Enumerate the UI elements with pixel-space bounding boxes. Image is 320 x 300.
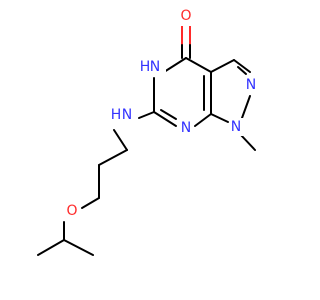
bond-c3a-c3 — [210, 59, 235, 73]
bond-c4-n5 — [163, 57, 187, 73]
structure-svg: O H N N N N H N O — [37, 8, 258, 256]
amine-h-label: H — [111, 107, 122, 123]
bond-ch-me-left — [37, 239, 65, 256]
bonds — [37, 25, 256, 256]
bond-nh-ch2 — [113, 129, 128, 151]
bond-c6-n7-inner — [160, 109, 177, 120]
bond-c3-n2-inner — [237, 66, 247, 75]
bond-n1-methyl — [239, 133, 256, 151]
bond-ch-me-right — [63, 239, 94, 256]
bond-c4-c3a — [185, 57, 212, 73]
ring-nh-n-label: N — [150, 59, 160, 75]
ring-nh-h-label: H — [140, 59, 151, 75]
pyrazole-n1-label: N — [231, 119, 241, 135]
bond-c3-n2 — [233, 59, 251, 73]
molecule-diagram: O H N N N N H N O — [37, 8, 258, 256]
carbonyl-oxygen-label: O — [180, 8, 191, 24]
bond-ch2-o — [81, 197, 100, 209]
bond-c6-n7 — [153, 111, 177, 127]
bond-n1-c7a — [210, 113, 229, 123]
bond-n2-n1 — [241, 95, 251, 119]
bond-ch2-ch2 — [98, 149, 128, 166]
bond-n7-c7a — [194, 113, 212, 127]
ether-oxygen-label: O — [66, 203, 77, 219]
pyrazole-n2-label: N — [246, 77, 256, 93]
amine-n-label: N — [122, 107, 132, 123]
bond-c6-nh — [138, 111, 155, 119]
pyrimidine-n7-label: N — [181, 120, 191, 136]
atom-labels: O H N N N N H N O — [64, 8, 258, 220]
